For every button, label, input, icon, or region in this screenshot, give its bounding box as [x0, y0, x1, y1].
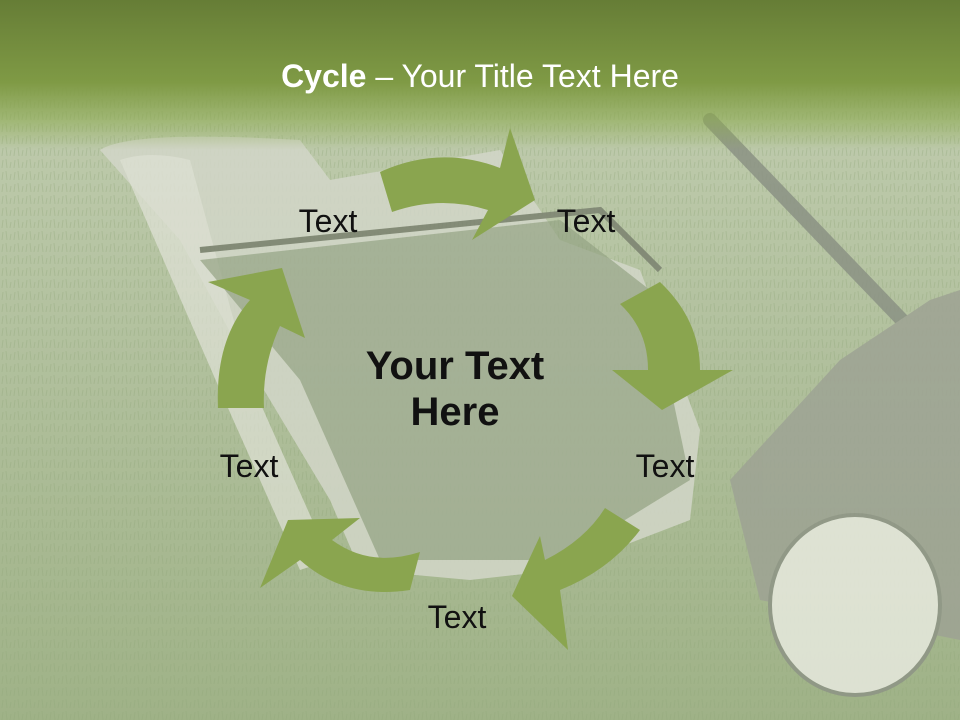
cycle-arrow-icon	[612, 282, 733, 410]
title-rest-part: – Your Title Text Here	[366, 58, 679, 94]
cycle-label-bottom: Text	[427, 599, 487, 635]
title-band	[0, 0, 960, 150]
cycle-label-top-left: Text	[298, 203, 358, 239]
cycle-label-right: Text	[635, 448, 695, 484]
title-bold-part: Cycle	[281, 58, 367, 94]
lawn-mower-image	[100, 113, 960, 697]
center-text-line2: Here	[410, 390, 500, 434]
cycle-label-left: Text	[219, 448, 279, 484]
slide-title: Cycle – Your Title Text Here	[0, 56, 960, 96]
center-text: Your Text Here	[340, 343, 570, 435]
cycle-arrow-icon	[512, 508, 640, 650]
cycle-arrow-icon	[380, 128, 535, 240]
cycle-label-top-right: Text	[556, 203, 616, 239]
cycle-arrow-icon	[260, 518, 420, 592]
cycle-arrow-icon	[208, 268, 305, 408]
center-text-line1: Your Text	[365, 344, 545, 388]
